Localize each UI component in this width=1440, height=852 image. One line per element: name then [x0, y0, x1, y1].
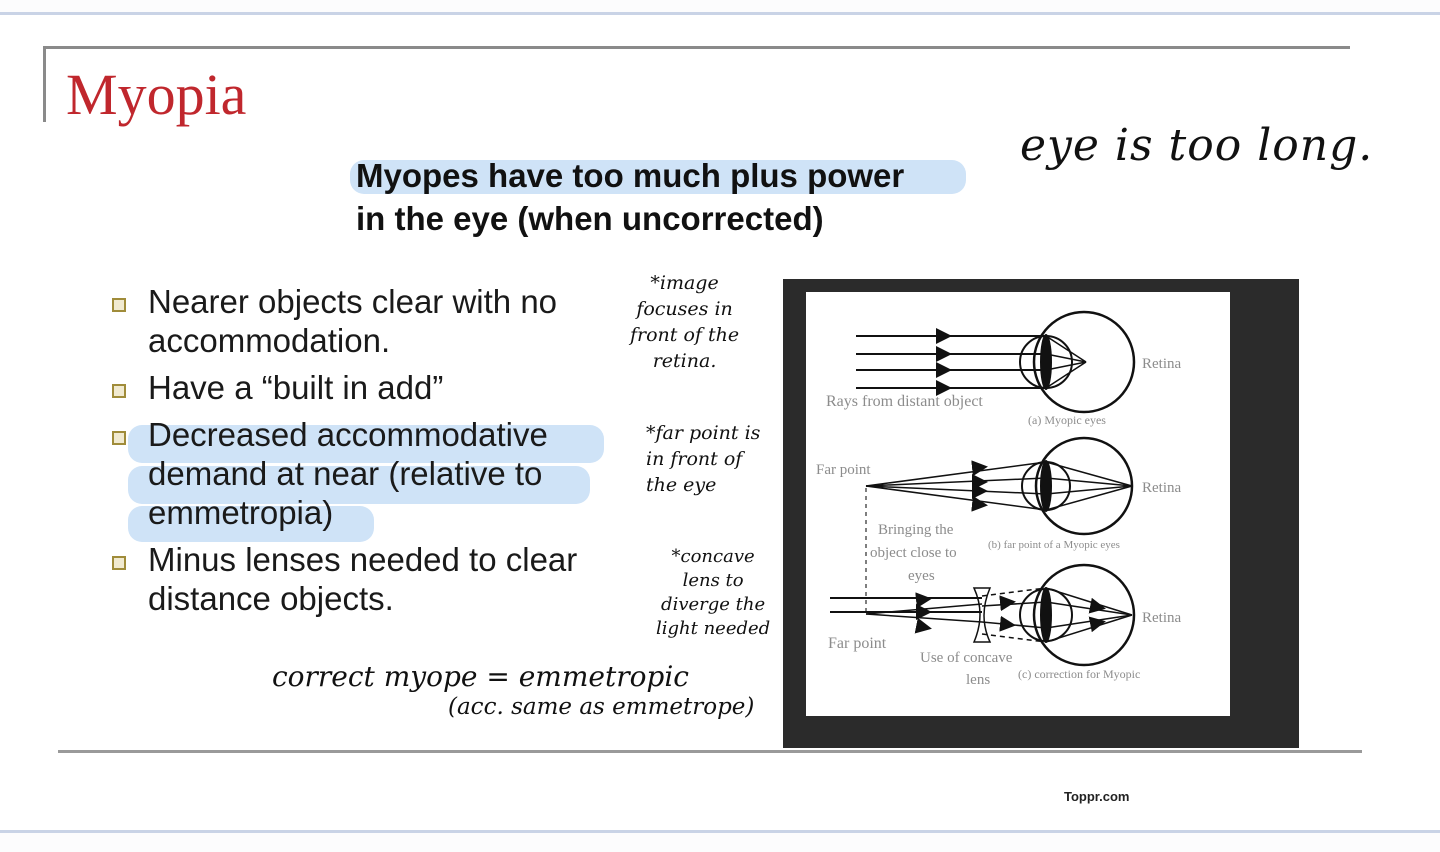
- bullet-text: Nearer objects clear with no accommodati…: [148, 283, 558, 359]
- panel-b-far-point: Far point Retina Bringing the ob: [816, 436, 1181, 614]
- slide-subtitle: Myopes have too much plus power in the e…: [356, 154, 904, 240]
- panel-c-lens-line-2: lens: [966, 672, 990, 688]
- handwritten-note-far-point: *far point is in front of the eye: [646, 420, 760, 498]
- square-bullet-icon: [112, 431, 126, 445]
- handwritten-note-correct-myope: correct myope = emmetropic (acc. same as…: [272, 662, 754, 722]
- note-line: (acc. same as emmetrope): [448, 694, 755, 720]
- panel-a-retina-label: Retina: [1142, 356, 1181, 372]
- bullet-item: Minus lenses needed to clear distance ob…: [106, 540, 646, 618]
- concave-lens-icon: [972, 587, 992, 643]
- footer-rule: [58, 750, 1362, 753]
- note-line: *image: [650, 272, 719, 294]
- note-line: *far point is: [646, 422, 761, 444]
- title-frame-left-rule: [43, 46, 46, 122]
- note-line: diverge the: [661, 594, 766, 615]
- slide-title: Myopia: [66, 62, 247, 127]
- note-line: the eye: [646, 474, 717, 496]
- bullet-highlight-line-3: [128, 506, 374, 542]
- panel-a-myopic-eye: Retina Rays from distant object (a) Myop…: [826, 310, 1181, 427]
- note-line: retina.: [652, 350, 717, 372]
- window-bottom-edge: [0, 830, 1440, 833]
- window-top-edge: [0, 12, 1440, 15]
- note-line: correct myope = emmetropic: [272, 660, 689, 693]
- panel-a-caption: (a) Myopic eyes: [1028, 413, 1106, 427]
- bullet-item: Nearer objects clear with no accommodati…: [106, 282, 646, 360]
- panel-b-bringing-line-1: Bringing the: [878, 522, 954, 538]
- myopia-diagram-svg: Retina Rays from distant object (a) Myop…: [816, 310, 1181, 688]
- myopia-diagram: Retina Rays from distant object (a) Myop…: [806, 292, 1230, 716]
- bullet-text: Have a “built in add”: [148, 369, 444, 406]
- panel-b-retina-label: Retina: [1142, 480, 1181, 496]
- panel-c-retina-label: Retina: [1142, 610, 1181, 626]
- bullet-list: Nearer objects clear with no accommodati…: [106, 282, 646, 626]
- panel-b-bringing-line-2: object close to: [870, 545, 957, 561]
- square-bullet-icon: [112, 556, 126, 570]
- note-line: light needed: [656, 618, 771, 639]
- bullet-highlight-line-1: [128, 425, 604, 463]
- panel-c-caption: (c) correction for Myopic: [1018, 667, 1140, 681]
- title-frame-top-rule: [44, 46, 1350, 49]
- note-line: *concave: [671, 546, 755, 567]
- bullet-text: Decreased accommodative demand at near (…: [148, 416, 548, 531]
- panel-c-lens-line-1: Use of concave: [920, 650, 1013, 666]
- bullet-item: Have a “built in add”: [106, 368, 646, 407]
- note-line: lens to: [682, 570, 744, 591]
- square-bullet-icon: [112, 298, 126, 312]
- subtitle-highlight: [350, 160, 966, 194]
- handwritten-note-concave-lens: *concave lens to diverge the light neede…: [656, 545, 770, 641]
- note-line: focuses in: [636, 298, 733, 320]
- bullet-text: Minus lenses needed to clear distance ob…: [148, 541, 578, 617]
- panel-b-far-point-label: Far point: [816, 462, 871, 478]
- note-line: in front of: [646, 448, 743, 470]
- panel-c-far-point-label: Far point: [828, 635, 887, 652]
- panel-b-bringing-line-3: eyes: [908, 568, 935, 584]
- panel-c-correction: Retina Far point Use of concave lens (c)…: [828, 563, 1181, 688]
- source-credit: Toppr.com: [1064, 789, 1130, 804]
- subtitle-line-1: Myopes have too much plus power: [356, 157, 905, 194]
- bullet-item: Decreased accommodative demand at near (…: [106, 415, 588, 532]
- handwritten-note-image-focus: *image focuses in front of the retina.: [630, 270, 739, 374]
- note-line: front of the: [630, 324, 740, 346]
- panel-a-rays-label: Rays from distant object: [826, 393, 983, 410]
- square-bullet-icon: [112, 384, 126, 398]
- subtitle-line-2: in the eye (when uncorrected): [356, 200, 824, 237]
- panel-b-caption: (b) far point of a Myopic eyes: [988, 539, 1120, 551]
- handwritten-note-eye-too-long: eye is too long.: [1020, 120, 1374, 171]
- bullet-highlight-line-2: [128, 466, 590, 504]
